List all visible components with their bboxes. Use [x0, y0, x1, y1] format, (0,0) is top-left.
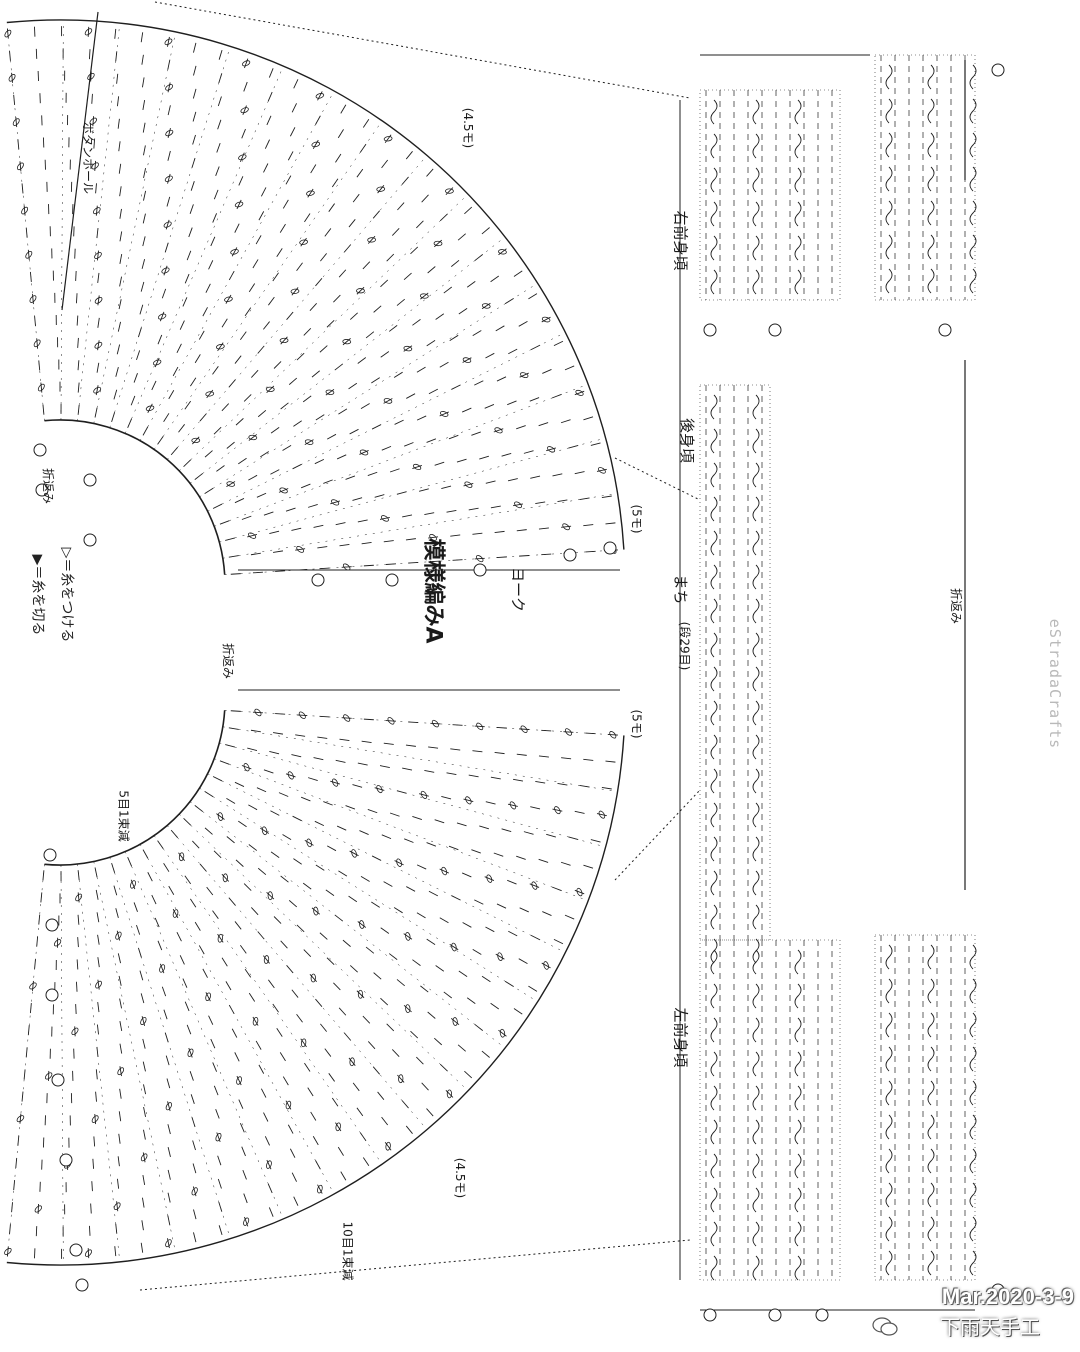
mochi-label: まち — [673, 574, 688, 604]
date-stamp: Mar.2020-3-9 — [942, 1284, 1074, 1310]
mochi-rows-label: (段29目) — [678, 622, 690, 671]
legend-attach: ▷＝糸をつける — [57, 548, 77, 643]
watermark: eStradaCrafts — [1046, 619, 1064, 749]
right-front-body-label: 右前身頃 — [673, 210, 688, 270]
body-panels — [700, 55, 976, 1280]
back-body-label: 後身頃 — [679, 418, 694, 463]
legend-cut: ▶＝糸を切る — [28, 555, 48, 636]
yoke-top-fan — [4, 20, 624, 575]
yoke-label: ヨーク — [510, 567, 525, 612]
measure-45-bottom: (4.5モ) — [454, 1158, 466, 1198]
decrease-5-label: 5目1束減 — [118, 790, 130, 841]
decrease-10-label: 10目1束減 — [341, 1222, 353, 1281]
fold-right-label: 折返み — [950, 588, 962, 624]
measure-5-top: (5モ) — [631, 505, 643, 534]
guide-lines — [34, 2, 1004, 1321]
pattern-a-label: 模様編みA — [422, 538, 444, 643]
measure-5-bottom: (5モ) — [631, 710, 643, 739]
left-front-body-label: 左前身頃 — [673, 1007, 688, 1067]
measure-45-top: (4.5モ) — [462, 108, 474, 148]
chat-bubble-icon — [872, 1316, 898, 1338]
yoke-bottom-fan — [3, 708, 623, 1265]
button-hole-label: ボタンホール — [82, 122, 94, 194]
fold-mid-label: 折返み — [222, 643, 234, 679]
brand-stamp: 下雨天手工 — [940, 1311, 1040, 1340]
fold-left-label: 折返み — [42, 468, 54, 504]
